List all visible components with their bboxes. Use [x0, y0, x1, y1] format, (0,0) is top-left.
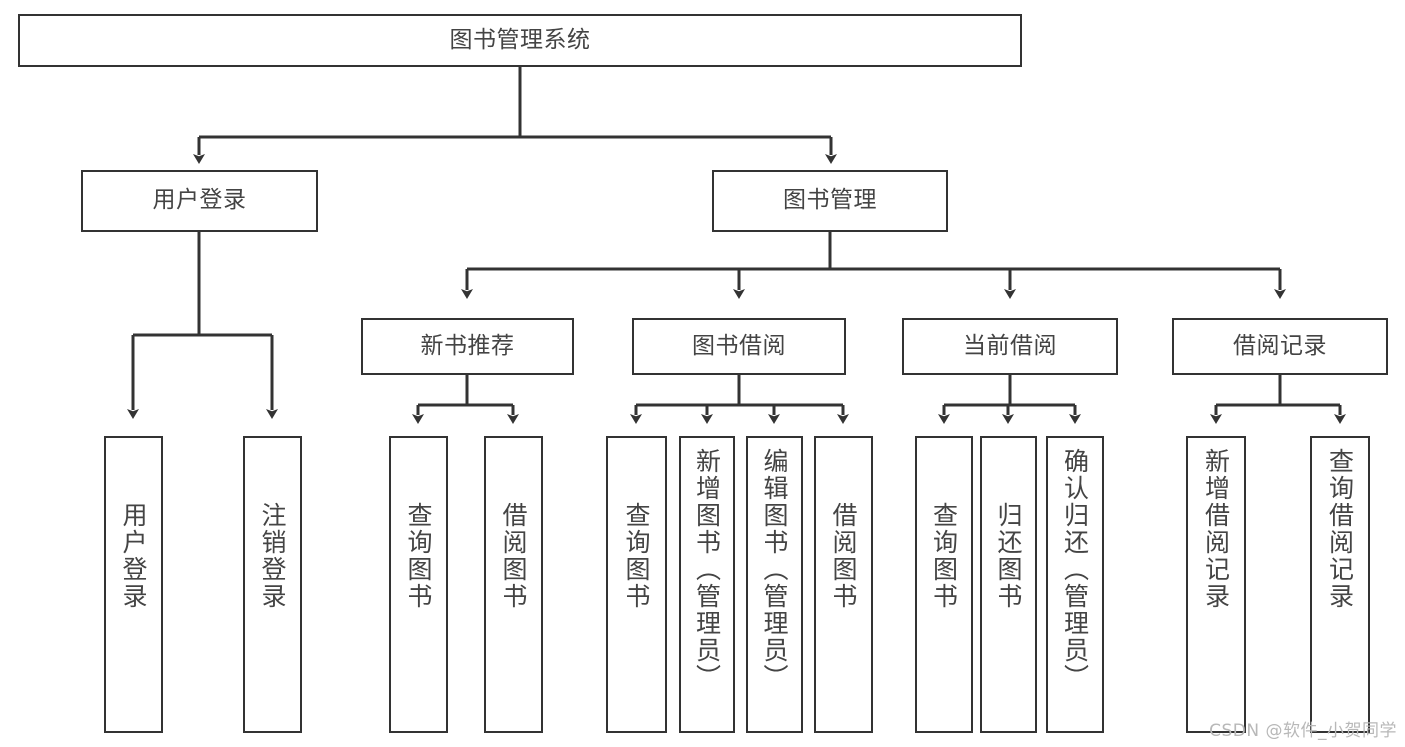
- node-label: 图书管理系统: [449, 26, 591, 53]
- node-label: 借阅图书: [499, 502, 528, 610]
- node-label: 用户登录: [119, 502, 148, 610]
- node-label: 新增借阅记录: [1201, 448, 1231, 610]
- node-label: 图书管理: [783, 187, 877, 214]
- node-label: 查询图书: [622, 502, 651, 610]
- node-label: 新书推荐: [420, 332, 515, 359]
- node-label: 查询借阅记录: [1325, 448, 1355, 610]
- node-label: 借阅图书: [829, 502, 858, 610]
- leaf-return-book[interactable]: 归还图书: [980, 436, 1037, 733]
- leaf-edit-book-admin[interactable]: 编辑图书（管理员）: [746, 436, 803, 733]
- leaf-query-book-recommend[interactable]: 查询图书: [389, 436, 448, 733]
- leaf-query-borrow-record[interactable]: 查询借阅记录: [1310, 436, 1370, 733]
- node-label: 借阅记录: [1233, 332, 1327, 359]
- node-book-management[interactable]: 图书管理: [712, 170, 948, 232]
- leaf-query-book-borrow[interactable]: 查询图书: [606, 436, 667, 733]
- node-label: 查询图书: [929, 502, 959, 610]
- leaf-borrow-book-recommend[interactable]: 借阅图书: [484, 436, 543, 733]
- node-label: 注销登录: [258, 502, 287, 610]
- leaf-user-login[interactable]: 用户登录: [104, 436, 163, 733]
- leaf-query-book-current[interactable]: 查询图书: [915, 436, 973, 733]
- leaf-borrow-book[interactable]: 借阅图书: [814, 436, 873, 733]
- node-current-borrow[interactable]: 当前借阅: [902, 318, 1118, 375]
- node-label: 用户登录: [152, 187, 247, 214]
- node-user-login[interactable]: 用户登录: [81, 170, 318, 232]
- node-label: 当前借阅: [963, 332, 1057, 359]
- node-book-borrow[interactable]: 图书借阅: [632, 318, 846, 375]
- node-label: 确认归还（管理员）: [1060, 448, 1090, 691]
- node-label: 新增图书（管理员）: [692, 448, 722, 691]
- node-borrow-record[interactable]: 借阅记录: [1172, 318, 1388, 375]
- node-label: 查询图书: [404, 502, 433, 610]
- leaf-add-book-admin[interactable]: 新增图书（管理员）: [679, 436, 735, 733]
- watermark-text: CSDN @软件_小贺同学: [1209, 721, 1397, 741]
- node-label: 编辑图书（管理员）: [760, 448, 789, 691]
- leaf-confirm-return-admin[interactable]: 确认归还（管理员）: [1046, 436, 1104, 733]
- node-label: 归还图书: [994, 502, 1023, 610]
- node-new-book-recommend[interactable]: 新书推荐: [361, 318, 574, 375]
- node-label: 图书借阅: [692, 332, 786, 359]
- leaf-add-borrow-record[interactable]: 新增借阅记录: [1186, 436, 1246, 733]
- node-root-system[interactable]: 图书管理系统: [18, 14, 1022, 67]
- leaf-logout[interactable]: 注销登录: [243, 436, 302, 733]
